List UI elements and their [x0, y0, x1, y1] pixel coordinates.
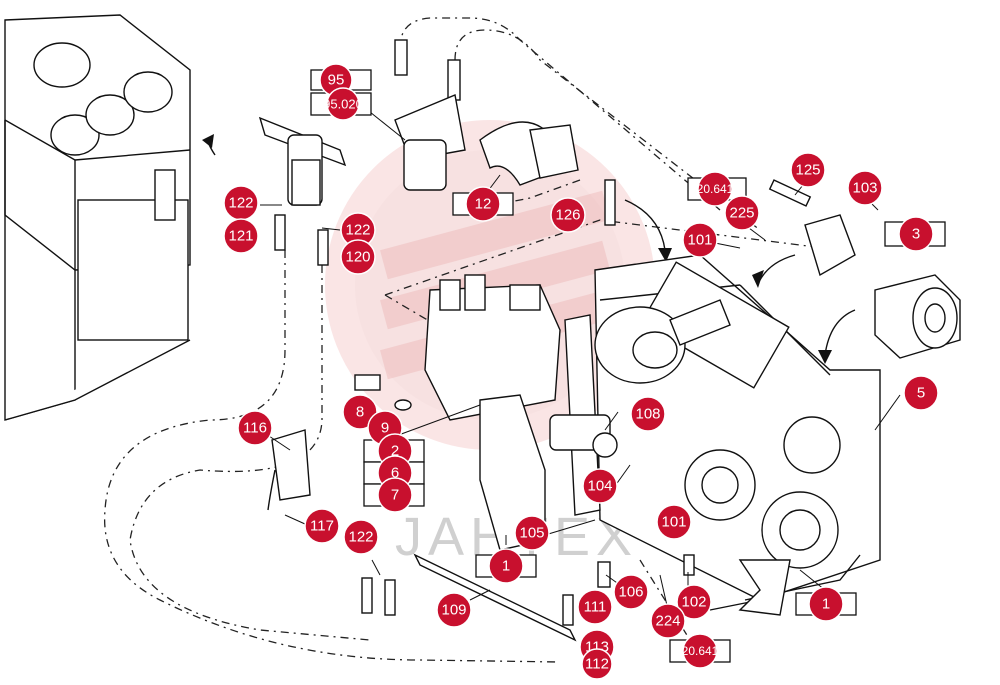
callout-122-bottom[interactable]: 122: [343, 519, 379, 555]
callout-5[interactable]: 5: [903, 375, 939, 411]
fuel-filter-top: [394, 39, 466, 191]
bolt-8: [354, 374, 381, 391]
callout-3[interactable]: 3: [898, 216, 934, 252]
pipe-121: [274, 214, 286, 251]
valve-block: [804, 214, 856, 277]
arrow-pump: [824, 309, 856, 356]
plate-116: [271, 429, 311, 501]
sensor-106: [597, 561, 611, 588]
injection-pump: [424, 274, 561, 421]
callout-20641-top[interactable]: 20.641: [697, 171, 734, 207]
hydraulic-pump: [874, 274, 961, 359]
fuel-tank: [4, 14, 191, 421]
callout-117[interactable]: 117: [304, 508, 340, 544]
callout-104[interactable]: 104: [582, 468, 618, 504]
pipe-122-a: [361, 577, 373, 614]
bracket-right: [738, 559, 791, 616]
callout-101-top[interactable]: 101: [682, 222, 718, 258]
callout-12[interactable]: 12: [465, 186, 501, 222]
bolt-126: [604, 179, 616, 226]
fitting-102: [683, 554, 695, 576]
arrow-126-head: [658, 248, 672, 262]
plate-116-arm: [267, 469, 276, 511]
callout-108[interactable]: 108: [630, 396, 666, 432]
callout-105[interactable]: 105: [514, 515, 550, 551]
callout-106[interactable]: 106: [613, 574, 649, 610]
elbow-pipe: [479, 121, 579, 186]
callout-111[interactable]: 111: [577, 589, 613, 625]
callout-1-left[interactable]: 1: [488, 548, 524, 584]
callout-224[interactable]: 224: [650, 603, 686, 639]
arrow-pump-head: [818, 350, 832, 364]
callout-20641-bottom[interactable]: 20.641: [682, 633, 719, 669]
arrow-126: [624, 199, 666, 251]
arrow-valve-head: [752, 270, 764, 288]
callout-1-right[interactable]: 1: [808, 586, 844, 622]
callout-101-bottom[interactable]: 101: [656, 504, 692, 540]
strap-109: [413, 553, 577, 642]
pipe-122-b: [384, 579, 396, 616]
callout-120[interactable]: 120: [340, 239, 376, 275]
arrow-valve: [759, 254, 796, 281]
callout-125[interactable]: 125: [790, 152, 826, 188]
washer-9: [394, 399, 412, 411]
turbocharger: [594, 299, 731, 384]
callout-116[interactable]: 116: [237, 410, 273, 446]
callout-225[interactable]: 225: [724, 195, 760, 231]
callout-122-left[interactable]: 122: [223, 185, 259, 221]
fitting-125: [768, 179, 812, 207]
callout-112[interactable]: 112: [581, 648, 613, 680]
starter-motor: [549, 414, 618, 458]
pipe-120: [317, 229, 329, 266]
callout-7[interactable]: 7: [377, 477, 413, 513]
callout-103[interactable]: 103: [847, 170, 883, 206]
tank-arrow-head: [202, 134, 214, 148]
callout-121[interactable]: 121: [223, 218, 259, 254]
callout-109[interactable]: 109: [436, 592, 472, 628]
fuel-filter-left: [258, 116, 347, 206]
bolt-111: [562, 594, 574, 626]
callout-126[interactable]: 126: [550, 197, 586, 233]
